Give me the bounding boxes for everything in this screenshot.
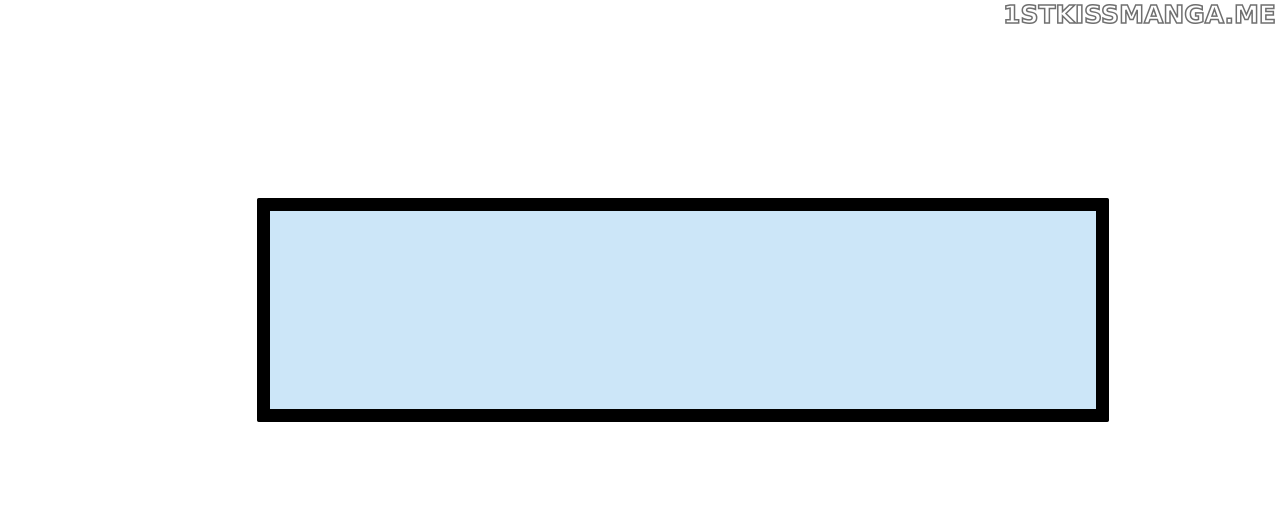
comic-panel (257, 198, 1109, 422)
site-watermark: 1STKISSMANGA.ME (1002, 0, 1276, 30)
